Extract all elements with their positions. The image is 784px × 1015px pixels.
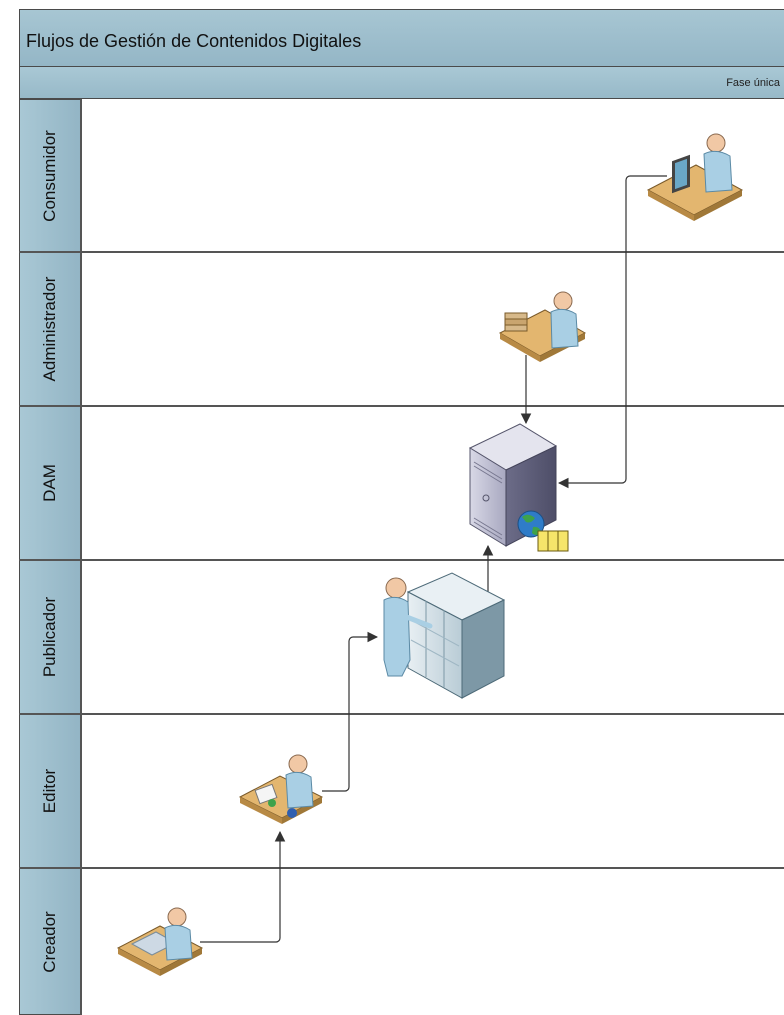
lane-header-publicador: Publicador — [19, 560, 81, 714]
lane-header-editor: Editor — [19, 714, 81, 868]
creator-desk-icon — [116, 907, 204, 976]
admin-desk-icon — [498, 291, 587, 362]
lane-header-administrador: Administrador — [19, 252, 81, 406]
phase-label: Fase única — [726, 77, 780, 89]
lane-body-border — [80, 99, 82, 1015]
diagram-title-bar: Flujos de Gestión de Contenidos Digitale… — [19, 9, 784, 67]
consumer-workstation-icon — [646, 133, 744, 221]
lane-divider — [19, 867, 784, 869]
lane-divider — [19, 405, 784, 407]
connector-editor-to-publicador — [322, 631, 379, 792]
diagram-title: Flujos de Gestión de Contenidos Digitale… — [26, 31, 362, 51]
connector-consumidor-to-dam — [557, 175, 667, 489]
lane-divider — [19, 713, 784, 715]
dam-server-icon — [468, 423, 569, 552]
phase-bar: Fase única — [19, 67, 784, 99]
connector-creador-to-editor — [200, 830, 286, 943]
lane-divider — [19, 251, 784, 253]
lane-divider — [19, 559, 784, 561]
publisher-rack-icon — [383, 572, 506, 699]
editor-desk-icon — [238, 754, 324, 824]
lane-header-consumidor: Consumidor — [19, 99, 81, 252]
